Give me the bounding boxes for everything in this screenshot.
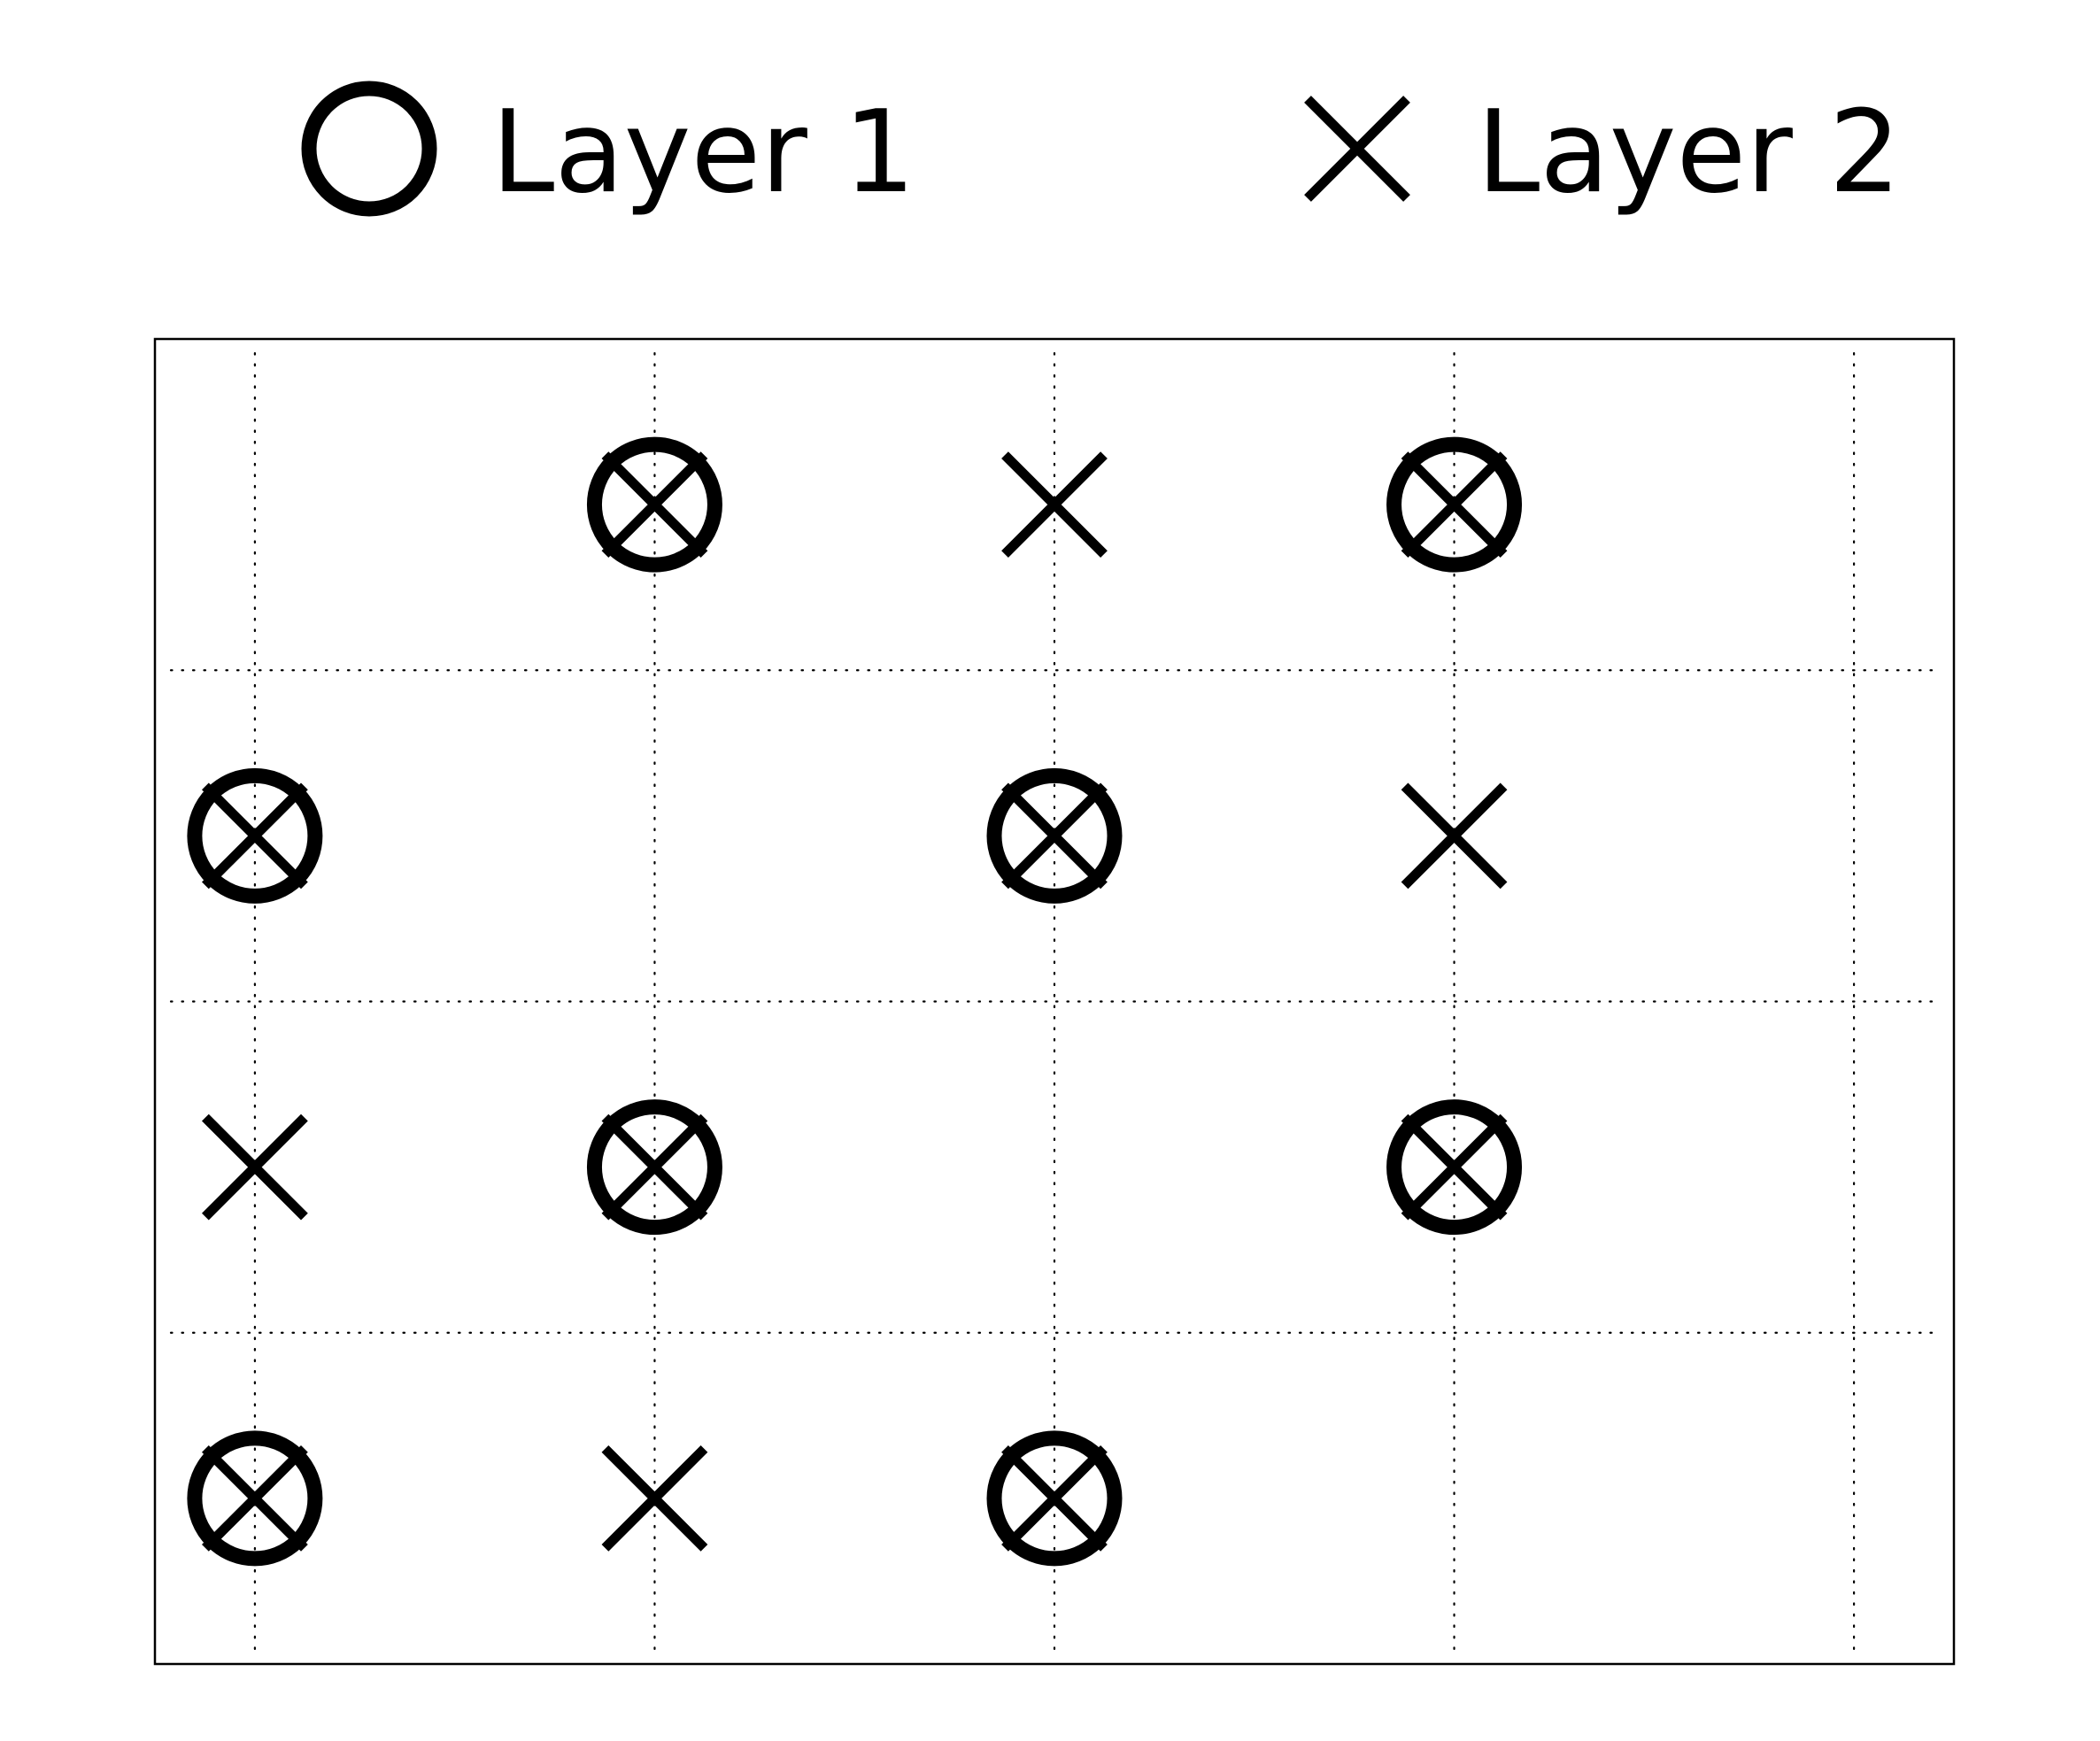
x-marker (1001, 1444, 1108, 1552)
circle-marker (586, 1099, 722, 1236)
legend-x-marker (1304, 96, 1410, 202)
circle-marker (187, 767, 323, 904)
x-marker (601, 1113, 708, 1221)
legend-circle-marker (301, 81, 437, 217)
circle-marker (986, 1430, 1123, 1567)
x-marker (601, 1444, 708, 1552)
x-marker (1401, 451, 1508, 559)
plot-frame (153, 337, 1956, 1666)
grid (169, 351, 1940, 1657)
legend: Layer 1 Layer 2 (301, 81, 1901, 219)
plot-markers (187, 436, 1523, 1567)
legend-entry-layer-1: Layer 1 (301, 81, 915, 219)
legend-label: Layer 2 (1477, 87, 1901, 219)
x-marker (1401, 782, 1508, 890)
circle-marker (1386, 1099, 1523, 1236)
series-layer-1 (187, 436, 1523, 1567)
x-marker (1401, 1113, 1508, 1221)
x-marker (201, 1444, 308, 1552)
circle-marker (986, 767, 1123, 904)
circle-marker (586, 436, 722, 573)
circle-marker (187, 1430, 323, 1567)
series-layer-2 (201, 451, 1508, 1552)
circle-marker (1386, 436, 1523, 573)
legend-label: Layer 1 (491, 87, 915, 219)
x-marker (201, 782, 308, 890)
x-marker (601, 451, 708, 559)
legend-entry-layer-2: Layer 2 (1304, 87, 1901, 219)
x-marker (1001, 782, 1108, 890)
x-marker (201, 1113, 308, 1221)
x-marker (1001, 451, 1108, 559)
